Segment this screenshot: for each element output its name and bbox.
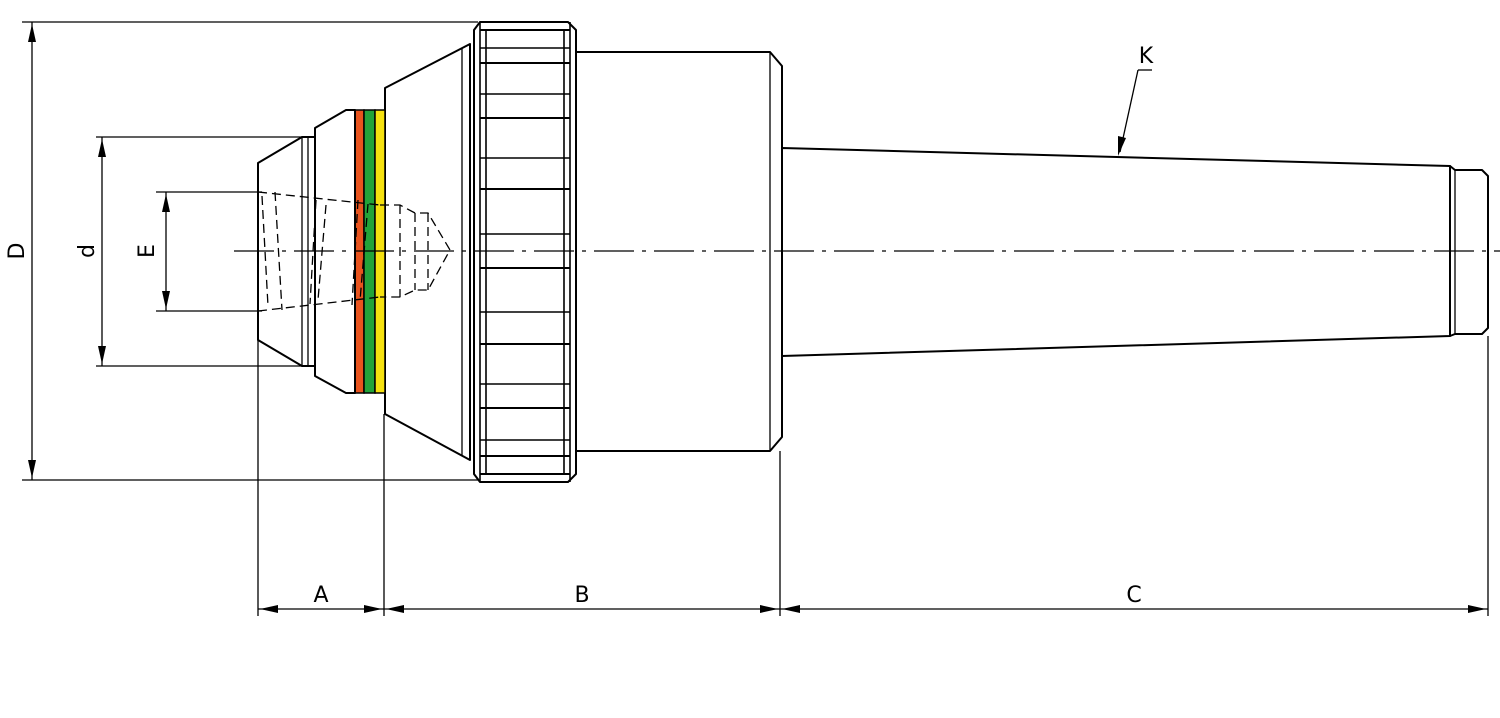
label-C: C bbox=[1126, 583, 1141, 608]
hidden-internal-lines bbox=[257, 191, 451, 312]
dimension-E bbox=[156, 191, 262, 312]
taper-shank bbox=[781, 147, 1451, 357]
leader-K bbox=[1118, 69, 1152, 156]
dimension-d bbox=[96, 136, 302, 367]
knurled-ring bbox=[473, 21, 577, 483]
dimension-A bbox=[258, 605, 384, 613]
dimension-B bbox=[384, 605, 780, 613]
front-cone-housing bbox=[384, 43, 471, 461]
dimension-D bbox=[22, 21, 478, 481]
label-K: K bbox=[1139, 44, 1154, 69]
label-D: D bbox=[5, 243, 30, 260]
middle-step bbox=[314, 109, 356, 394]
label-E: E bbox=[135, 244, 160, 258]
dimension-C bbox=[780, 605, 1488, 613]
label-d: d bbox=[75, 244, 100, 258]
label-B: B bbox=[574, 583, 589, 608]
label-A: A bbox=[313, 583, 328, 608]
